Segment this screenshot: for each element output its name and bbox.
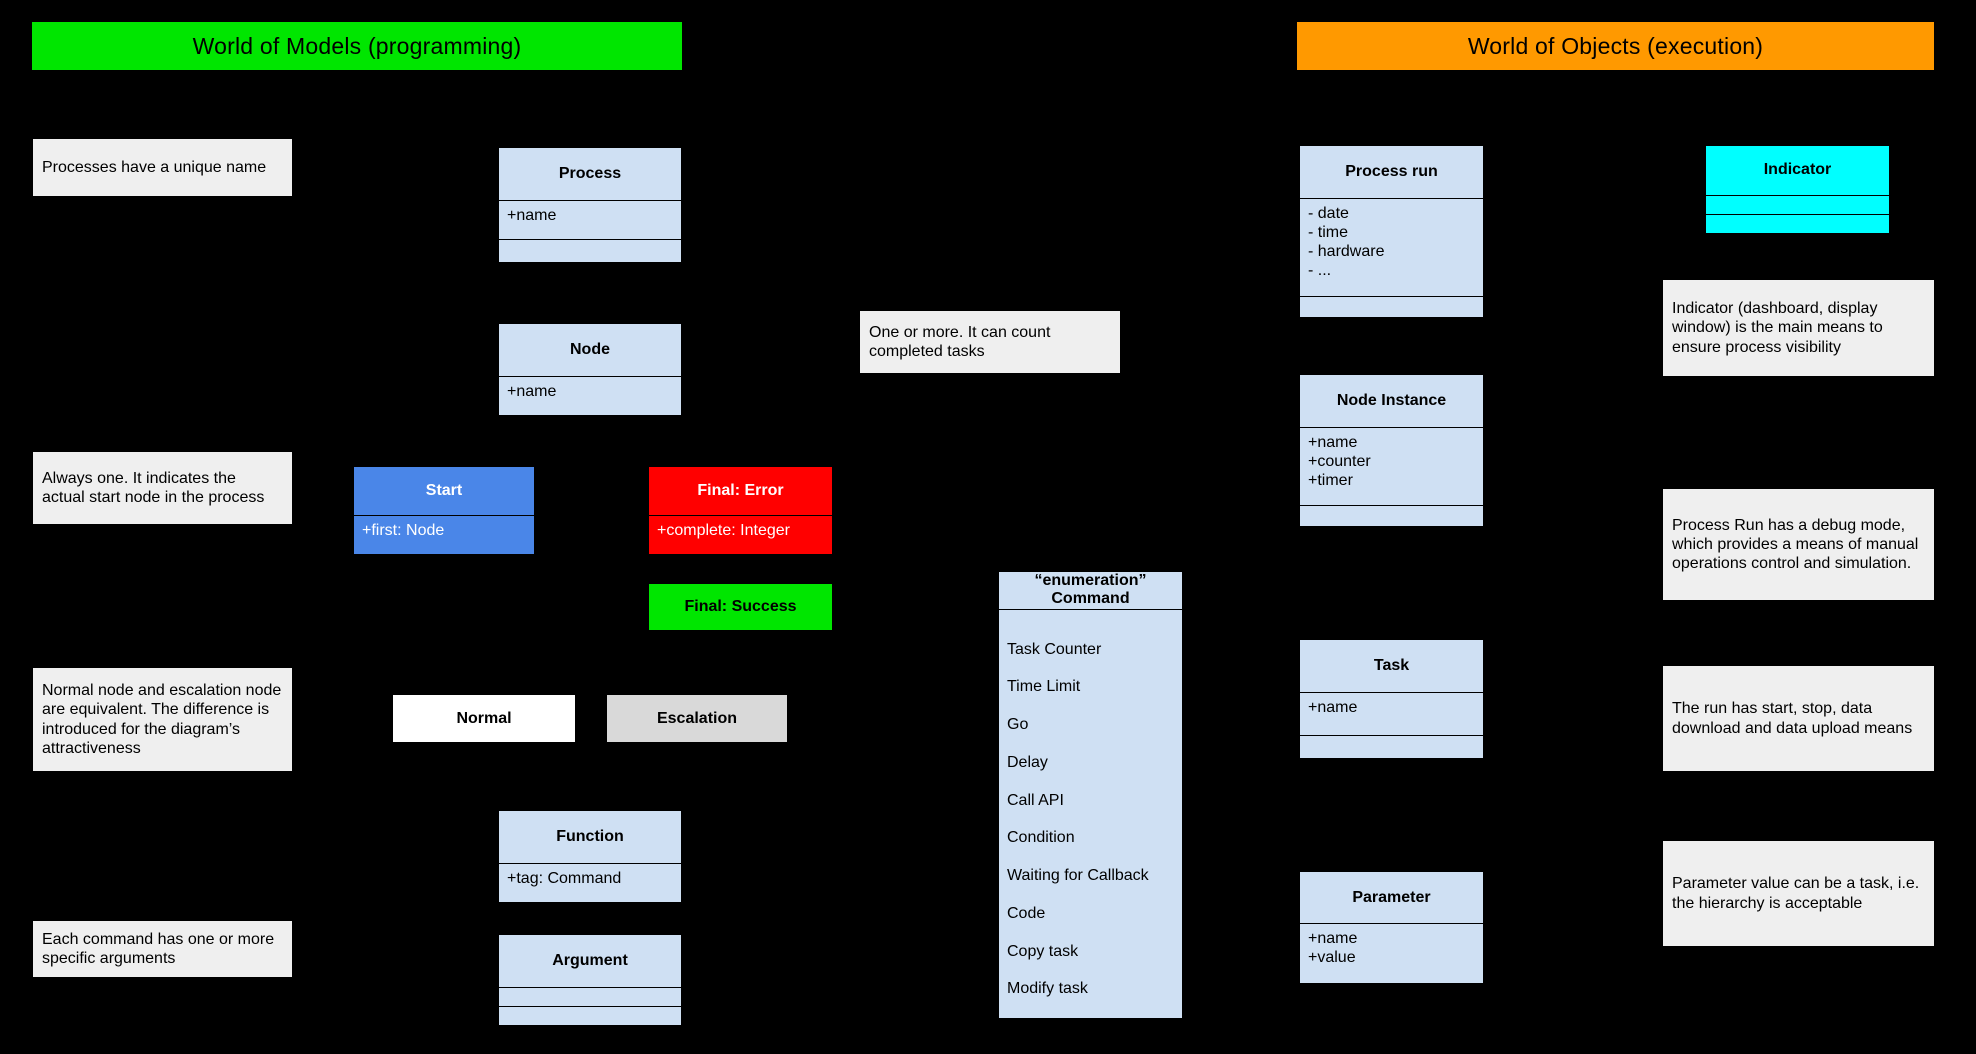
class-name: Node bbox=[570, 340, 610, 358]
note-indicator-visibility: Indicator (dashboard, display window) is… bbox=[1663, 280, 1934, 376]
class-name: Final: Error bbox=[697, 481, 784, 499]
note-text: Process Run has a debug mode, which prov… bbox=[1672, 516, 1919, 573]
class-box-indicator[interactable]: Indicator bbox=[1705, 145, 1890, 234]
class-box-normal[interactable]: Normal bbox=[392, 694, 576, 743]
class-attributes-task: +name bbox=[1300, 692, 1483, 735]
class-attributes-process: +name bbox=[499, 200, 681, 239]
banner-world-of-objects-label: World of Objects (execution) bbox=[1467, 32, 1764, 59]
class-title-task: Task bbox=[1300, 640, 1483, 692]
class-attributes-node-instance: +name +counter +timer bbox=[1300, 427, 1483, 505]
note-text: Processes have a unique name bbox=[42, 158, 267, 176]
note-text: Parameter value can be a task, i.e. the … bbox=[1672, 875, 1920, 912]
note-text: Each command has one or more specific ar… bbox=[42, 930, 275, 967]
class-operations-node-instance bbox=[1300, 505, 1483, 526]
note-normal-vs-escalation: Normal node and escalation node are equi… bbox=[33, 668, 292, 771]
class-box-function[interactable]: Function +tag: Command bbox=[498, 810, 682, 903]
enumeration-literal: Task Counter bbox=[1007, 640, 1102, 658]
note-text: The run has start, stop, data download a… bbox=[1672, 700, 1913, 737]
class-operations-argument bbox=[499, 1006, 681, 1025]
note-parameter-hierarchy: Parameter value can be a task, i.e. the … bbox=[1663, 841, 1934, 946]
class-operations-process-run bbox=[1300, 296, 1483, 317]
class-title-node-instance: Node Instance bbox=[1300, 375, 1483, 427]
enumeration-literal: Go bbox=[1007, 716, 1029, 734]
class-box-task[interactable]: Task +name bbox=[1299, 639, 1484, 759]
enumeration-literal: Code bbox=[1007, 904, 1046, 922]
enumeration-literal-list: Task Counter Time Limit Go Delay Call AP… bbox=[999, 608, 1182, 1054]
class-box-start[interactable]: Start +first: Node bbox=[353, 466, 535, 555]
class-box-node[interactable]: Node +name bbox=[498, 323, 682, 416]
enumeration-literal: Waiting for Callback bbox=[1007, 867, 1149, 885]
class-name: Parameter bbox=[1352, 888, 1431, 906]
class-attributes-argument bbox=[499, 987, 681, 1006]
note-text: One or more. It can count completed task… bbox=[869, 323, 1051, 360]
class-title-process-run: Process run bbox=[1300, 146, 1483, 198]
class-name: Task bbox=[1373, 656, 1410, 674]
class-operations-process bbox=[499, 239, 681, 262]
class-box-process[interactable]: Process +name bbox=[498, 147, 682, 263]
class-name: Process run bbox=[1345, 162, 1438, 180]
class-title-indicator: Indicator bbox=[1706, 146, 1889, 195]
enumeration-literal: Call API bbox=[1007, 791, 1064, 809]
class-name: Start bbox=[425, 481, 463, 499]
class-operations-indicator bbox=[1706, 214, 1889, 233]
class-name: Escalation bbox=[656, 709, 738, 727]
class-title-final-error: Final: Error bbox=[649, 467, 832, 515]
note-process-unique-name: Processes have a unique name bbox=[33, 139, 292, 196]
class-name: Function bbox=[556, 827, 624, 845]
note-command-arguments: Each command has one or more specific ar… bbox=[33, 921, 292, 977]
class-title-start: Start bbox=[354, 467, 534, 515]
class-title-process: Process bbox=[499, 148, 681, 200]
class-attributes-parameter: +name +value bbox=[1300, 923, 1483, 983]
class-name: Node Instance bbox=[1336, 391, 1447, 409]
class-stereotype: “enumeration” bbox=[1034, 572, 1147, 589]
class-box-escalation[interactable]: Escalation bbox=[606, 694, 788, 743]
class-attributes-start: +first: Node bbox=[354, 515, 534, 554]
banner-world-of-models: World of Models (programming) bbox=[32, 22, 682, 70]
class-box-process-run[interactable]: Process run - date - time - hardware - .… bbox=[1299, 145, 1484, 318]
class-title-node: Node bbox=[499, 324, 681, 376]
note-always-one-start-node: Always one. It indicates the actual star… bbox=[33, 452, 292, 524]
class-attributes-function: +tag: Command bbox=[499, 863, 681, 902]
class-name: Final: Success bbox=[684, 598, 797, 615]
class-box-argument[interactable]: Argument bbox=[498, 934, 682, 1026]
enumeration-literal: Condition bbox=[1007, 829, 1075, 847]
class-name: Process bbox=[558, 164, 622, 182]
banner-world-of-objects: World of Objects (execution) bbox=[1297, 22, 1934, 70]
note-run-controls: The run has start, stop, data download a… bbox=[1663, 666, 1934, 771]
class-attributes-node: +name bbox=[499, 376, 681, 415]
class-title-argument: Argument bbox=[499, 935, 681, 987]
class-box-final-success[interactable]: Final: Success bbox=[648, 583, 833, 631]
note-text: Always one. It indicates the actual star… bbox=[42, 469, 265, 506]
class-attributes-indicator bbox=[1706, 195, 1889, 214]
class-name: Argument bbox=[552, 951, 628, 969]
class-title-function: Function bbox=[499, 811, 681, 863]
class-box-enumeration-command[interactable]: “enumeration” Command Task Counter Time … bbox=[998, 571, 1183, 1035]
enumeration-literal: Modify task bbox=[1007, 980, 1088, 998]
class-name: Indicator bbox=[1763, 161, 1832, 179]
banner-world-of-models-label: World of Models (programming) bbox=[192, 32, 522, 59]
note-text: Indicator (dashboard, display window) is… bbox=[1672, 300, 1883, 356]
enumeration-literal: Copy task bbox=[1007, 942, 1079, 960]
class-operations-task bbox=[1300, 735, 1483, 758]
class-title-parameter: Parameter bbox=[1300, 872, 1483, 923]
class-attributes-final-error: +complete: Integer bbox=[649, 515, 832, 554]
enumeration-literal: Time Limit bbox=[1007, 678, 1081, 696]
class-name: Command bbox=[1051, 590, 1130, 608]
note-text: Normal node and escalation node are equi… bbox=[42, 682, 282, 757]
class-box-node-instance[interactable]: Node Instance +name +counter +timer bbox=[1299, 374, 1484, 527]
class-name: Normal bbox=[456, 709, 512, 727]
note-process-run-debug-mode: Process Run has a debug mode, which prov… bbox=[1663, 489, 1934, 600]
class-box-parameter[interactable]: Parameter +name +value bbox=[1299, 871, 1484, 984]
class-attributes-process-run: - date - time - hardware - ... bbox=[1300, 198, 1483, 296]
class-box-final-error[interactable]: Final: Error +complete: Integer bbox=[648, 466, 833, 555]
enumeration-literal: Call Process bbox=[1007, 1018, 1097, 1036]
enumeration-literal: Delay bbox=[1007, 753, 1048, 771]
note-one-or-more-completed-tasks: One or more. It can count completed task… bbox=[860, 311, 1120, 373]
class-title-enumeration-command: “enumeration” Command bbox=[999, 572, 1182, 609]
